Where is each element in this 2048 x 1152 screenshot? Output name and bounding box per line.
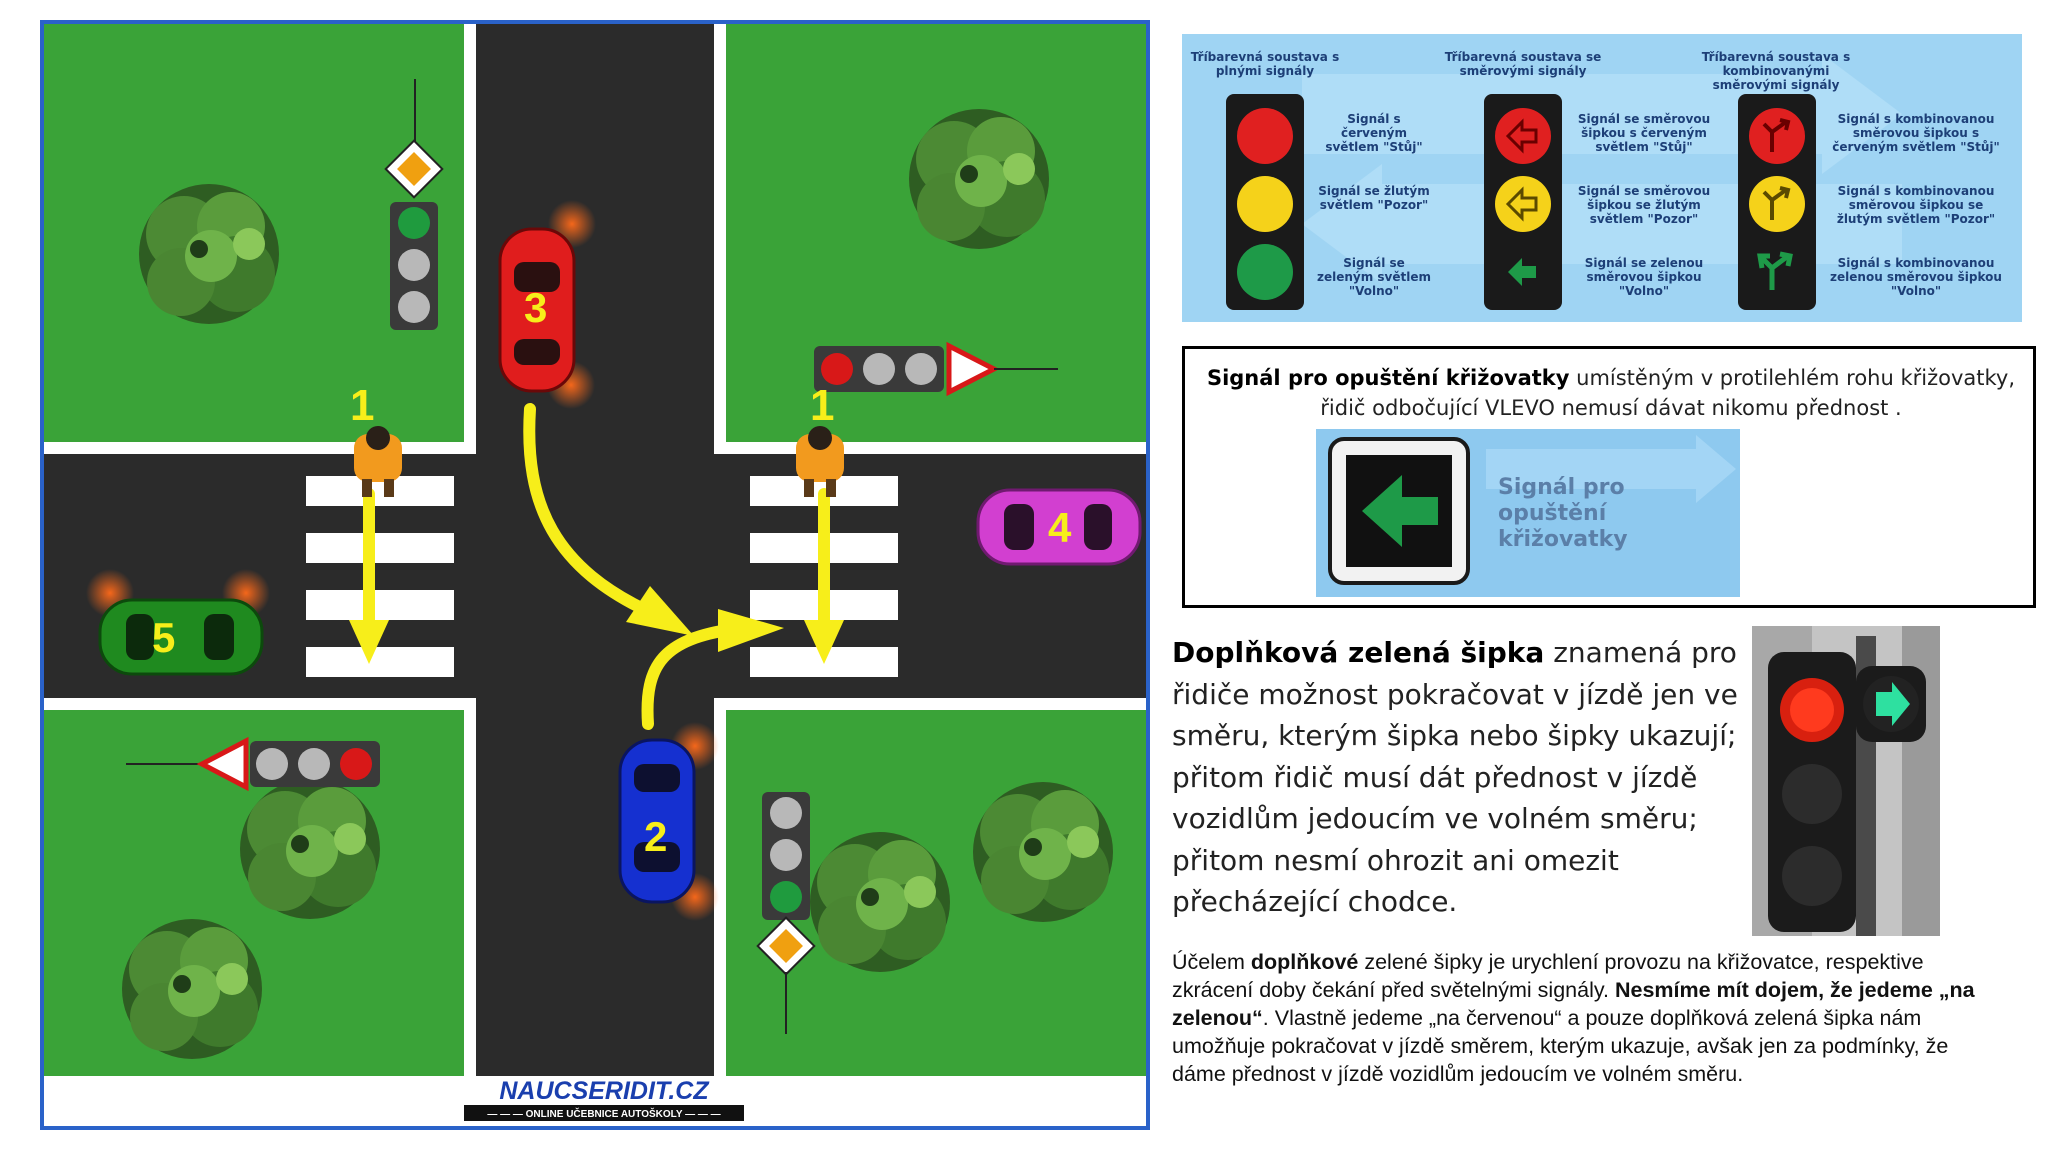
green-arrow-text: znamená pro řidiče možnost pokračovat v … [1172, 636, 1738, 918]
car-number-2: 2 [644, 813, 667, 860]
label-directional-red: Signál se směrovou šipkou s červeným svě… [1577, 112, 1711, 154]
pedestrian-number-left: 1 [350, 381, 374, 430]
label-combined-green: Signál s kombinovanou zelenou směrovou š… [1830, 256, 2002, 298]
pedestrian-left [354, 426, 402, 497]
green-arrow-heading: Doplňková zelená šipka [1172, 636, 1545, 669]
light-housing-full [1226, 94, 1304, 310]
label-directional-yellow: Signál se směrovou šipkou se žlutým svět… [1577, 184, 1711, 226]
note-paragraph: Účelem doplňkové zelené šipky je urychle… [1172, 950, 1975, 1086]
traffic-light-top-left [384, 79, 444, 330]
logo-text: NAUCSERIDIT.CZ [499, 1077, 710, 1105]
tree-bottom-left-1 [240, 779, 380, 919]
path-arrows [363, 403, 830, 730]
pedestrian-number-right: 1 [810, 381, 834, 430]
label-directional-green: Signál se zelenou směrovou šipkou "Volno… [1584, 256, 1704, 298]
label-combined-red: Signál s kombinovanou směrovou šipkou s … [1832, 112, 2000, 154]
tree-bottom-left-2 [122, 919, 262, 1059]
green-arrow-explanation: Doplňková zelená šipka znamená pro řidič… [1172, 632, 1742, 923]
label-combined-yellow: Signál s kombinovanou směrovou šipkou se… [1836, 184, 1996, 226]
label-full-green: Signál se zeleným světlem "Volno" [1316, 256, 1432, 298]
traffic-light-photo [1752, 626, 1940, 936]
car-blue [618, 738, 696, 904]
car-number-5: 5 [152, 614, 175, 661]
exit-signal-description: Signál pro opuštění křižovatky umístěným… [1193, 363, 2029, 423]
column-title-combined: Tříbarevná soustava s kombinovanými směr… [1701, 50, 1851, 92]
intersection-diagram: 1 1 3 2 4 5 NAUCSERIDIT.CZ — — — ON [40, 20, 1150, 1130]
car-green [98, 598, 264, 676]
light-housing-combined [1738, 94, 1816, 310]
tree-top-left [139, 184, 279, 324]
exit-signal-box: Signál pro opuštění křižovatky umístěným… [1182, 346, 2036, 608]
traffic-light-bottom-left [126, 736, 380, 792]
exit-signal-text: umístěným v protilehlém rohu křižovatky,… [1320, 366, 2016, 420]
green-arrow-light-icon [1876, 682, 1910, 726]
label-full-yellow: Signál se žlutým světlem "Pozor" [1318, 184, 1430, 212]
light-housing-directional [1484, 94, 1562, 310]
column-title-directional: Tříbarevná soustava se směrovými signály [1444, 50, 1602, 78]
traffic-light-bottom-right [756, 792, 816, 1034]
pedestrian-right [796, 426, 844, 497]
car-magenta [976, 488, 1142, 566]
car-number-3: 3 [524, 284, 547, 331]
tree-bottom-right-2 [973, 782, 1113, 922]
column-title-full: Tříbarevná soustava s plnými signály [1190, 50, 1340, 78]
tree-bottom-right-1 [810, 832, 950, 972]
exit-arrow-icon [1362, 475, 1438, 547]
tree-top-right [909, 109, 1049, 249]
logo-subtitle: — — — ONLINE UČEBNICE AUTOŠKOLY — — — [487, 1107, 720, 1120]
traffic-light-right [814, 341, 1058, 397]
car-number-4: 4 [1048, 504, 1072, 551]
traffic-light-systems-panel: Tříbarevná soustava s plnými signály Tří… [1182, 34, 2022, 322]
label-full-red: Signál s červeným světlem "Stůj" [1325, 112, 1423, 154]
car-red [498, 227, 576, 393]
exit-signal-title: Signál pro opuštění křižovatky [1206, 366, 1570, 390]
